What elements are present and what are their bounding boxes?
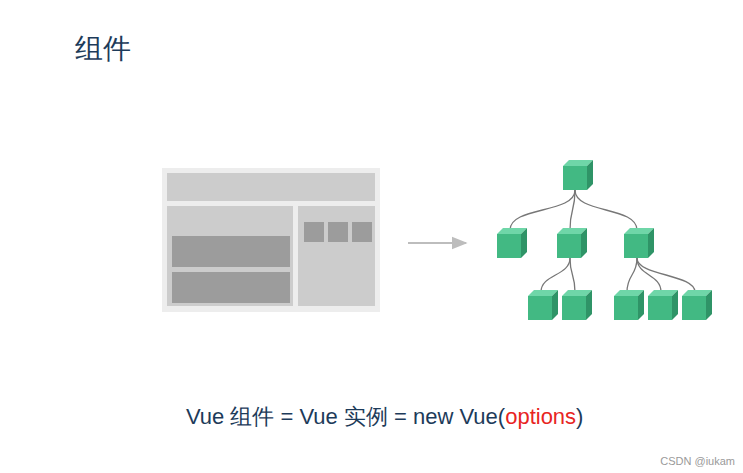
page-wireframe: [162, 168, 380, 312]
tree-links: [510, 190, 695, 292]
highlight-word: options: [505, 404, 576, 429]
formula-text: ): [576, 404, 583, 429]
watermark: CSDN @iukam: [660, 455, 735, 467]
formula-line: Vue 组件 = Vue 实例 = new Vue(options): [186, 402, 583, 432]
formula-text: Vue 组件 = Vue 实例 = new Vue(: [186, 404, 505, 429]
component-tree: [497, 160, 712, 320]
transform-arrow: [408, 242, 466, 244]
slide-title: 组件: [75, 30, 131, 68]
